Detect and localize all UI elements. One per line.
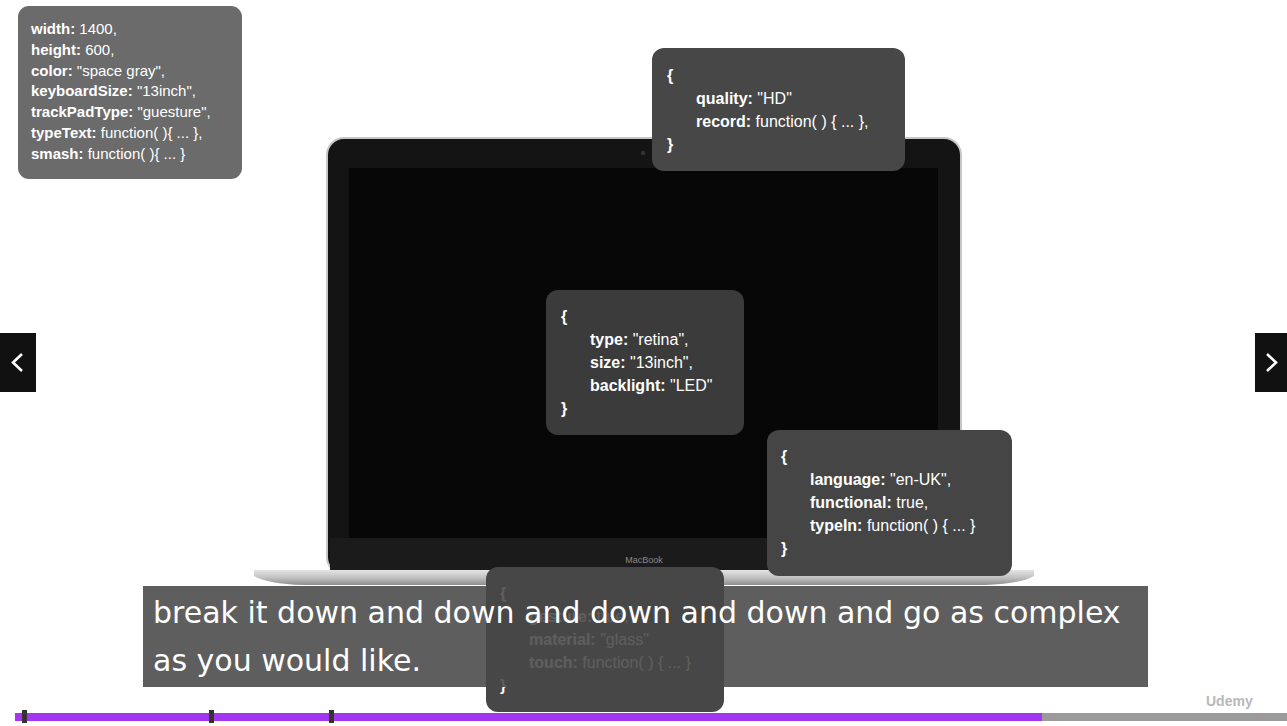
property-value: 1400,	[75, 20, 117, 37]
property-key: keyboardSize:	[31, 82, 133, 99]
object-box: {quality: "HD"record: function( ) { ... …	[652, 48, 905, 171]
code-line: }	[781, 537, 998, 560]
code-line: {	[561, 305, 730, 328]
code-line: keyboardSize: "13inch",	[31, 81, 229, 102]
property-key: width:	[31, 20, 75, 37]
code-line: functional: true,	[781, 491, 998, 514]
progress-marker	[329, 710, 334, 723]
subtitle-text: break it down and down and down and down…	[153, 589, 1138, 685]
property-value: true,	[892, 494, 928, 511]
property-key: size:	[590, 354, 626, 371]
lid-edge	[326, 137, 962, 575]
code-line: smash: function( ){ ... }	[31, 144, 229, 165]
property-key: quality:	[696, 90, 753, 107]
property-value: "guesture",	[133, 103, 210, 120]
object-box: {type: "retina",size: "13inch",backlight…	[546, 290, 744, 435]
property-key: typeText:	[31, 124, 97, 141]
progress-marker	[22, 710, 27, 723]
property-key: language:	[810, 471, 886, 488]
code-line: }	[667, 133, 891, 156]
property-value: function( ) { ... }	[862, 517, 975, 534]
property-value: "HD"	[753, 90, 792, 107]
property-key: height:	[31, 41, 81, 58]
property-key: typeIn:	[810, 517, 862, 534]
property-key: functional:	[810, 494, 892, 511]
property-key: color:	[31, 62, 73, 79]
progress-marker	[209, 710, 214, 723]
property-value: function( ){ ... },	[97, 124, 203, 141]
code-line: quality: "HD"	[667, 87, 891, 110]
code-line: trackPadType: "guesture",	[31, 102, 229, 123]
property-value: function( ){ ... }	[84, 145, 186, 162]
code-line: {	[781, 445, 998, 468]
property-box: width: 1400,height: 600,color: "space gr…	[18, 6, 242, 179]
property-key: record:	[696, 113, 751, 130]
code-line: backlight: "LED"	[561, 374, 730, 397]
code-line: }	[561, 397, 730, 420]
code-line: type: "retina",	[561, 328, 730, 351]
property-value: "LED"	[666, 377, 713, 394]
code-line: typeIn: function( ) { ... }	[781, 514, 998, 537]
screen	[349, 168, 938, 538]
property-key: trackPadType:	[31, 103, 133, 120]
next-button	[1255, 333, 1287, 392]
subtitle-band: break it down and down and down and down…	[143, 586, 1148, 687]
progress-fill	[15, 713, 1042, 721]
next-chevron	[1267, 354, 1276, 371]
property-value: "13inch",	[133, 82, 196, 99]
watermark: Udemy	[1206, 693, 1253, 709]
property-key: smash:	[31, 145, 84, 162]
code-line: {	[667, 64, 891, 87]
code-line: record: function( ) { ... },	[667, 110, 891, 133]
code-line: color: "space gray",	[31, 61, 229, 82]
code-line: language: "en-UK",	[781, 468, 998, 491]
object-box: {language: "en-UK",functional: true,type…	[767, 430, 1012, 576]
prev-chevron	[13, 354, 22, 371]
property-value: "13inch",	[626, 354, 693, 371]
code-line: height: 600,	[31, 40, 229, 61]
code-line: width: 1400,	[31, 19, 229, 40]
property-value: "retina",	[628, 331, 688, 348]
property-key: backlight:	[590, 377, 666, 394]
brand-label: MacBook	[625, 555, 663, 565]
property-key: type:	[590, 331, 628, 348]
property-value: "en-UK",	[886, 471, 952, 488]
prev-button	[0, 333, 36, 392]
lid-bezel	[328, 139, 960, 573]
camera-dot	[641, 151, 645, 155]
property-value: 600,	[81, 41, 114, 58]
property-value: function( ) { ... },	[751, 113, 868, 130]
code-line: size: "13inch",	[561, 351, 730, 374]
progress-track	[15, 713, 1287, 721]
property-value: "space gray",	[73, 62, 165, 79]
code-line: typeText: function( ){ ... },	[31, 123, 229, 144]
